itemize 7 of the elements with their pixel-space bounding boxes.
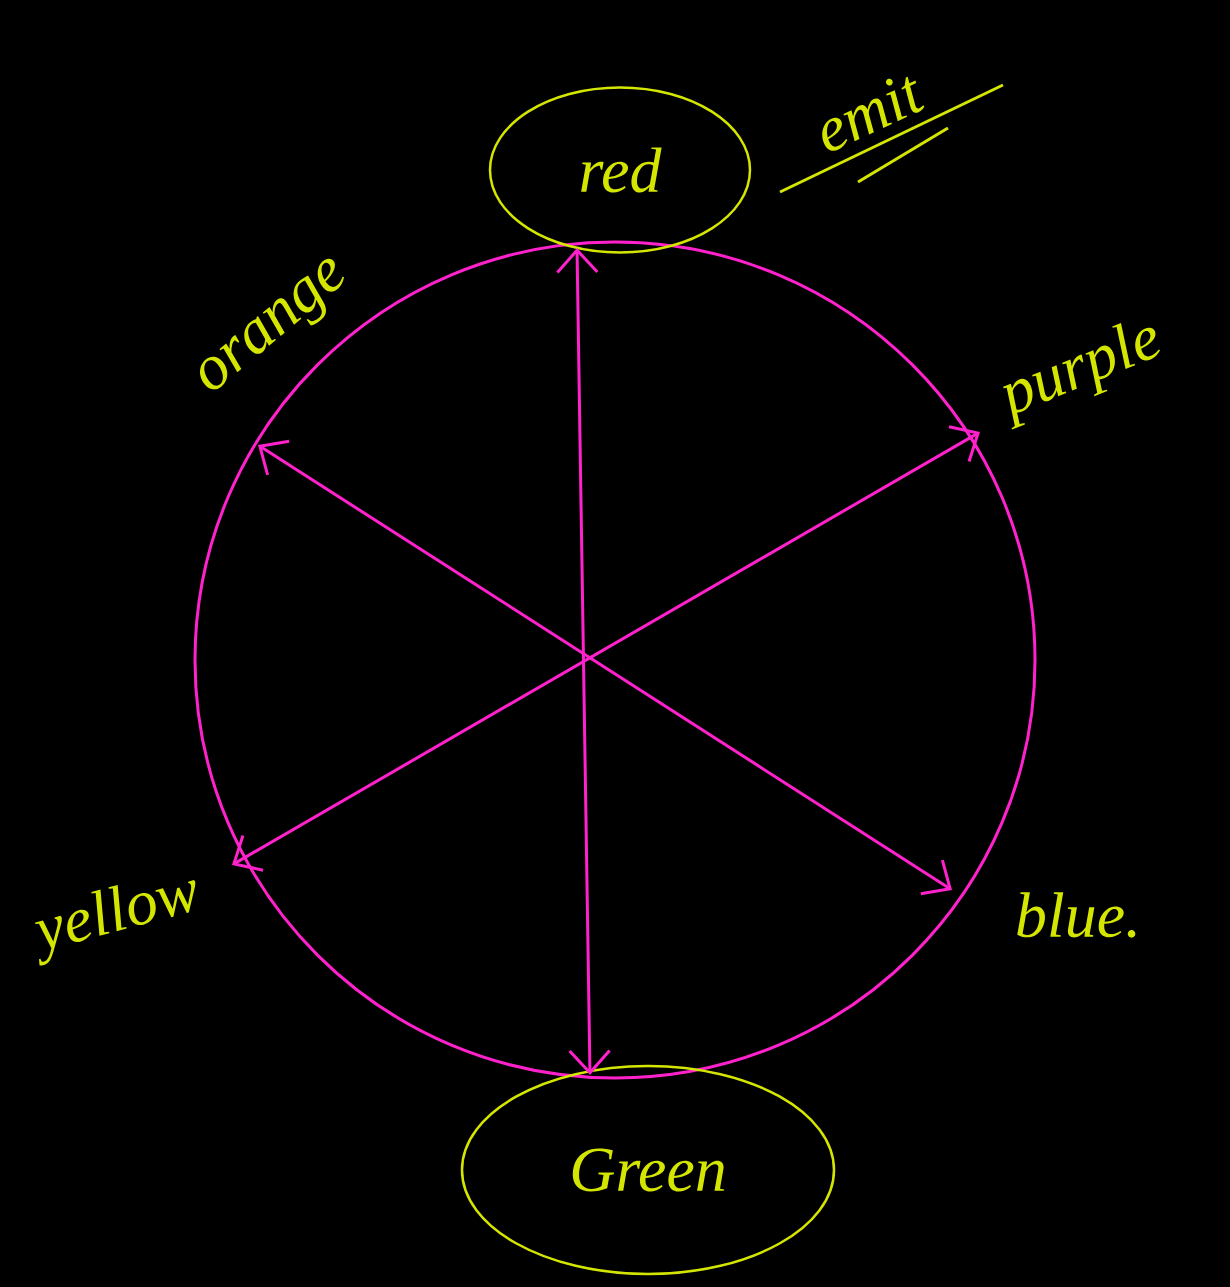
circled-color-label: Green [460,1064,836,1276]
color-label: purple [1003,322,1161,430]
arrow [556,248,611,1075]
circled-color-label: red [488,86,752,254]
color-label: yellow [35,880,196,966]
handwritten-note: emit [822,76,925,151]
color-label: blue. [1017,892,1136,938]
